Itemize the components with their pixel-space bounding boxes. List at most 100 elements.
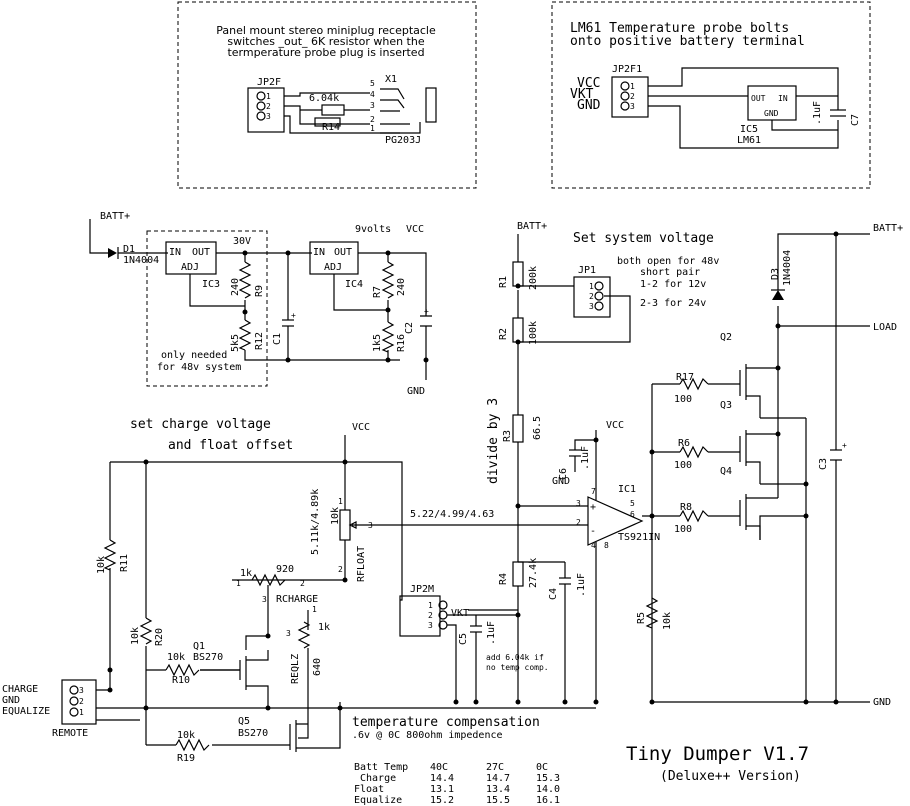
temp-comp-note: temperature compensation bbox=[352, 715, 540, 730]
r5-resistor bbox=[645, 597, 659, 629]
jp1-header bbox=[573, 276, 611, 318]
jp2f-header bbox=[247, 87, 285, 133]
svg-text:15.2: 15.2 bbox=[430, 795, 454, 806]
jp2f1-label: JP2F1 bbox=[612, 64, 642, 75]
rcharge-pot bbox=[232, 573, 345, 587]
plug-note-2: switches _out_ 6K resistor when the bbox=[227, 35, 424, 48]
ic3-label: IC3 bbox=[202, 279, 220, 290]
vkt-node: VKT bbox=[451, 608, 469, 619]
reqlz-pot bbox=[297, 610, 311, 739]
svg-text:10k: 10k bbox=[177, 730, 195, 741]
svg-text:+: + bbox=[424, 307, 429, 316]
svg-text:R16: R16 bbox=[396, 334, 407, 352]
svg-text:R4: R4 bbox=[498, 573, 509, 585]
svg-text:no temp comp.: no temp comp. bbox=[486, 663, 549, 672]
lm61-note-1: LM61 Temperature probe bolts bbox=[570, 21, 789, 36]
svg-text:3: 3 bbox=[370, 101, 375, 110]
svg-text:IN: IN bbox=[313, 247, 325, 258]
svg-text:8: 8 bbox=[604, 541, 609, 550]
svg-text:-: - bbox=[590, 526, 596, 537]
svg-text:OUT: OUT bbox=[192, 247, 210, 258]
ts921-label: TS921IN bbox=[618, 532, 660, 543]
svg-text:240: 240 bbox=[396, 278, 407, 296]
d3-diode bbox=[772, 290, 784, 300]
table-row-label: Float bbox=[354, 784, 384, 795]
svg-text:100: 100 bbox=[674, 524, 692, 535]
plug-note-1: Panel mount stereo miniplug receptacle bbox=[216, 24, 436, 37]
svg-text:1: 1 bbox=[266, 92, 271, 101]
c7-value: .1uF bbox=[812, 101, 823, 125]
svg-text:Q4: Q4 bbox=[720, 466, 732, 477]
svg-text:R8: R8 bbox=[680, 502, 692, 513]
svg-text:REQLZ: REQLZ bbox=[290, 654, 301, 684]
svg-text:2: 2 bbox=[589, 292, 594, 301]
voltage-table: Batt Temp 40C 27C 0C Charge 14.4 14.7 15… bbox=[354, 762, 560, 806]
junction-dots bbox=[107, 231, 839, 711]
pg203j-label: PG203J bbox=[385, 135, 421, 146]
lm61-label: LM61 bbox=[737, 135, 761, 146]
svg-text:14.4: 14.4 bbox=[430, 773, 454, 784]
ic5-label: IC5 bbox=[740, 124, 758, 135]
gate-resistors bbox=[679, 377, 709, 523]
only-needed-1: only needed bbox=[161, 350, 227, 361]
diagram-title: Tiny Dumper V1.7 bbox=[626, 743, 809, 765]
svg-text:R10: R10 bbox=[172, 675, 190, 686]
lm61-vkt: VKT bbox=[570, 87, 594, 102]
r1-resistor bbox=[512, 261, 524, 287]
svg-text:14.0: 14.0 bbox=[536, 784, 560, 795]
svg-text:R19: R19 bbox=[177, 753, 195, 764]
svg-text:C6: C6 bbox=[558, 468, 569, 480]
svg-text:D3: D3 bbox=[770, 268, 781, 280]
remote-label: REMOTE bbox=[52, 728, 88, 739]
ic1-opamp bbox=[587, 496, 644, 546]
r11-resistor bbox=[103, 539, 117, 571]
svg-text:IN: IN bbox=[169, 247, 181, 258]
lm61-note-2: onto positive battery terminal bbox=[570, 34, 805, 49]
svg-text:13.1: 13.1 bbox=[430, 784, 454, 795]
charge-note-2: and float offset bbox=[168, 438, 293, 453]
svg-text:10k: 10k bbox=[167, 652, 185, 663]
svg-text:2: 2 bbox=[370, 115, 375, 124]
svg-text:3: 3 bbox=[262, 595, 267, 604]
svg-text:.1uF: .1uF bbox=[580, 446, 591, 470]
plug-note-3: termperature probe plug is inserted bbox=[227, 46, 424, 59]
svg-text:5: 5 bbox=[370, 79, 375, 88]
svg-text:6: 6 bbox=[630, 510, 635, 519]
vcc-ic1: VCC bbox=[606, 420, 624, 431]
r3-resistor bbox=[512, 414, 524, 443]
jp2m-header bbox=[399, 595, 441, 637]
svg-text:2: 2 bbox=[79, 697, 84, 706]
lm61-gnd: GND bbox=[577, 98, 601, 113]
remote-gnd: GND bbox=[2, 695, 20, 706]
svg-text:100k: 100k bbox=[528, 321, 539, 345]
svg-text:200k: 200k bbox=[528, 266, 539, 290]
load-output: LOAD bbox=[873, 322, 897, 333]
svg-text:2: 2 bbox=[338, 565, 343, 574]
r-6k04 bbox=[321, 104, 345, 116]
svg-text:R12: R12 bbox=[254, 332, 265, 350]
jp2m-label: JP2M bbox=[410, 584, 434, 595]
jp2f-label: JP2F bbox=[257, 77, 281, 88]
lm61-vcc: VCC bbox=[577, 76, 600, 91]
svg-text:BS270: BS270 bbox=[238, 728, 268, 739]
volts-label: 5.22/4.99/4.63 bbox=[410, 509, 494, 520]
svg-text:1k5: 1k5 bbox=[372, 334, 383, 352]
table-header-2: 27C bbox=[486, 762, 504, 773]
svg-text:BS270: BS270 bbox=[193, 652, 223, 663]
svg-text:15.5: 15.5 bbox=[486, 795, 510, 806]
diagram-subtitle: (Deluxe++ Version) bbox=[660, 769, 801, 784]
svg-text:2: 2 bbox=[266, 102, 271, 111]
svg-text:C2: C2 bbox=[404, 322, 415, 334]
table-header-3: 0C bbox=[536, 762, 548, 773]
svg-text:add 6.04k if: add 6.04k if bbox=[486, 653, 544, 662]
svg-text:R20: R20 bbox=[154, 628, 165, 646]
svg-text:2: 2 bbox=[576, 518, 581, 527]
svg-text:2: 2 bbox=[630, 92, 635, 101]
set-system-voltage: Set system voltage bbox=[573, 231, 714, 246]
svg-text:2: 2 bbox=[300, 579, 305, 588]
svg-text:1k: 1k bbox=[318, 622, 330, 633]
svg-text:C4: C4 bbox=[548, 588, 559, 600]
ic1-label: IC1 bbox=[618, 484, 636, 495]
svg-text:4: 4 bbox=[370, 90, 375, 99]
